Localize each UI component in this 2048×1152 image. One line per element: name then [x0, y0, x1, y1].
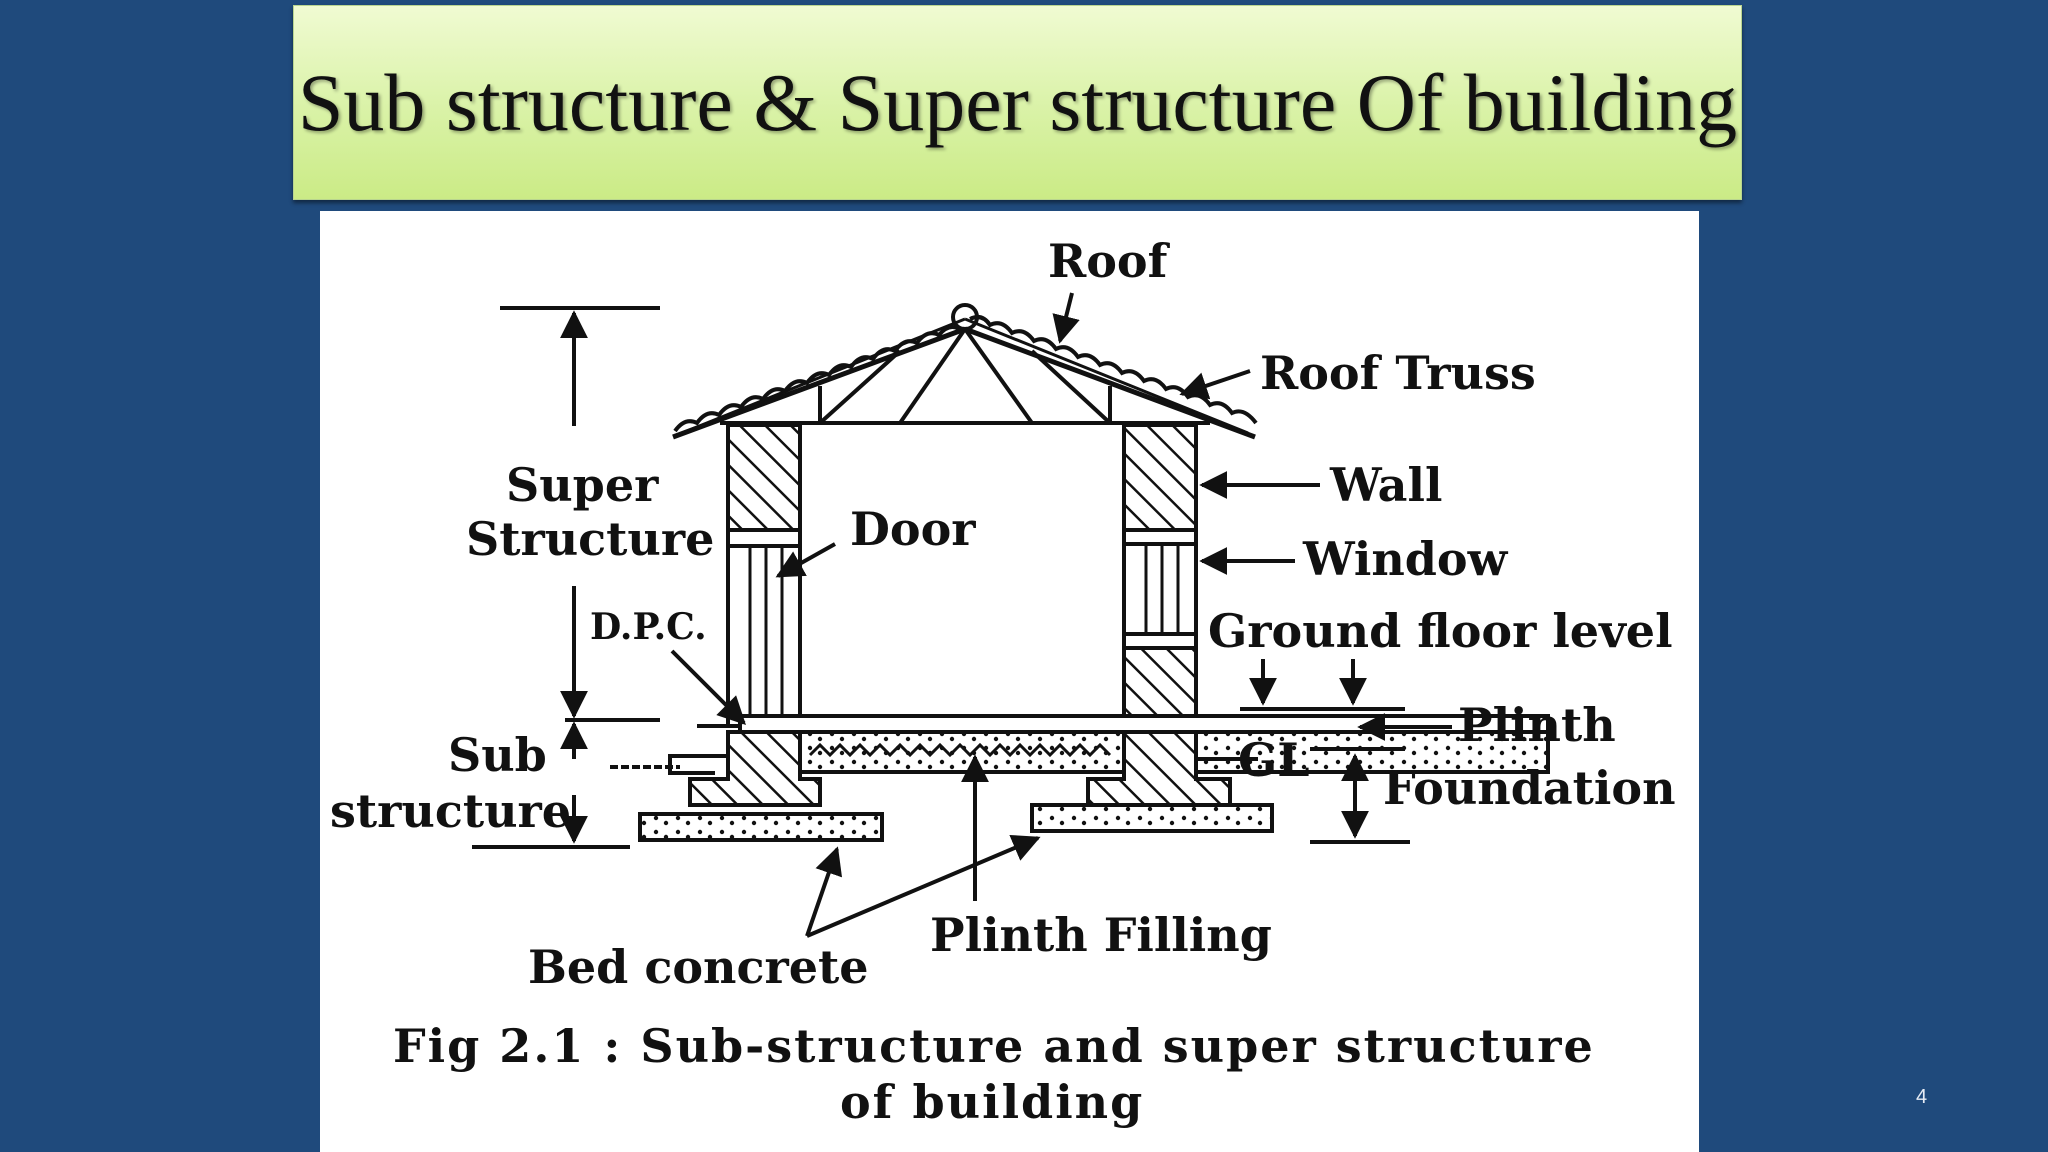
- label-window: Window: [1302, 532, 1509, 586]
- right-wall: [1122, 423, 1198, 728]
- slide-title: Sub structure & Super structure Of build…: [297, 56, 1738, 148]
- label-plinth: Plinth: [1458, 698, 1616, 752]
- slide-title-box: Sub structure & Super structure Of build…: [293, 5, 1742, 200]
- sub-structure-dimension: [472, 721, 630, 849]
- leader-arrows: [670, 292, 1320, 938]
- label-super-structure-1: Super: [506, 458, 659, 512]
- label-dpc: D.P.C.: [590, 606, 707, 648]
- figure-panel: Roof Roof Truss Wall Window Ground floor…: [320, 211, 1699, 1152]
- label-sub-structure-2: structure: [330, 784, 571, 838]
- left-wall: [726, 423, 802, 728]
- roof: [672, 303, 1258, 440]
- label-super-structure-2: Structure: [466, 512, 714, 566]
- right-dimension-lines: [1240, 659, 1452, 844]
- ground-line: [610, 757, 1258, 769]
- left-footing: [638, 730, 884, 842]
- right-footing: [1030, 730, 1274, 833]
- label-ground-floor-level: Ground floor level: [1208, 604, 1673, 658]
- label-gl: GL: [1238, 733, 1310, 787]
- label-plinth-filling: Plinth Filling: [930, 908, 1272, 962]
- roof-truss: [720, 327, 1210, 425]
- label-door: Door: [850, 502, 976, 556]
- super-structure-dimension: [500, 306, 660, 722]
- label-foundation: Foundation: [1383, 761, 1676, 815]
- slide-number: 4: [1916, 1086, 1928, 1108]
- figure-caption-line2: of building: [840, 1075, 1144, 1129]
- label-bed-concrete: Bed concrete: [528, 940, 869, 994]
- label-roof: Roof: [1048, 234, 1171, 288]
- label-roof-truss: Roof Truss: [1260, 346, 1536, 400]
- figure-caption-line1: Fig 2.1 : Sub-structure and super struct…: [393, 1019, 1595, 1073]
- label-sub-structure-1: Sub: [448, 728, 547, 782]
- label-wall: Wall: [1329, 458, 1442, 512]
- building-section-diagram: Roof Roof Truss Wall Window Ground floor…: [330, 234, 1676, 1129]
